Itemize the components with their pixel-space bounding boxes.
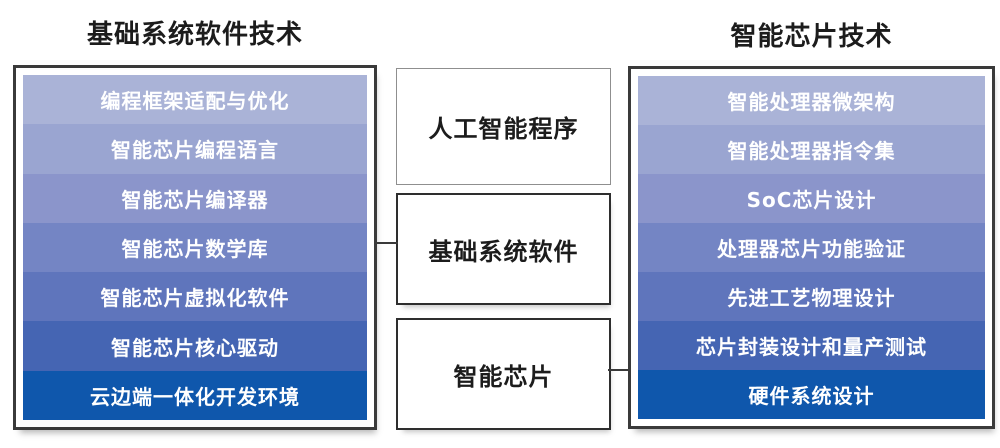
right-stack-item: 智能处理器指令集 xyxy=(638,125,985,174)
left-stack-item: 智能芯片核心驱动 xyxy=(23,321,367,371)
left-stack-item: 编程框架适配与优化 xyxy=(23,75,367,125)
left-stack-item: 云边端一体化开发环境 xyxy=(23,370,367,420)
connector-smart-chip-to-right-panel xyxy=(608,369,630,371)
left-column-title: 基础系统软件技术 xyxy=(86,20,303,50)
left-stack-item: 智能芯片编程语言 xyxy=(23,124,367,174)
right-stack: 智能处理器微架构 智能处理器指令集 SoC芯片设计 处理器芯片功能验证 先进工艺… xyxy=(638,76,985,419)
left-stack-item: 智能芯片数学库 xyxy=(23,222,367,273)
center-box-ai-program: 人工智能程序 xyxy=(396,68,611,185)
right-panel: 智能处理器微架构 智能处理器指令集 SoC芯片设计 处理器芯片功能验证 先进工艺… xyxy=(628,66,995,429)
right-stack-item: 智能处理器微架构 xyxy=(638,76,985,125)
right-stack-item: 硬件系统设计 xyxy=(638,370,985,419)
right-stack-item: 芯片封装设计和量产测试 xyxy=(638,321,985,370)
center-box-smart-chip: 智能芯片 xyxy=(396,318,611,430)
center-box-basic-system-software: 基础系统软件 xyxy=(396,193,611,305)
right-column-title: 智能芯片技术 xyxy=(730,22,893,52)
left-panel: 编程框架适配与优化 智能芯片编程语言 智能芯片编译器 智能芯片数学库 智能芯片虚… xyxy=(13,65,377,430)
connector-left-panel-to-basic-system-software xyxy=(374,242,398,244)
left-stack-item: 智能芯片虚拟化软件 xyxy=(23,272,367,322)
right-stack-item: 处理器芯片功能验证 xyxy=(638,223,985,272)
right-stack-item: SoC芯片设计 xyxy=(638,174,985,223)
right-stack-item: 先进工艺物理设计 xyxy=(638,272,985,321)
left-stack-item: 智能芯片编译器 xyxy=(23,173,367,223)
left-stack: 编程框架适配与优化 智能芯片编程语言 智能芯片编译器 智能芯片数学库 智能芯片虚… xyxy=(23,75,367,420)
